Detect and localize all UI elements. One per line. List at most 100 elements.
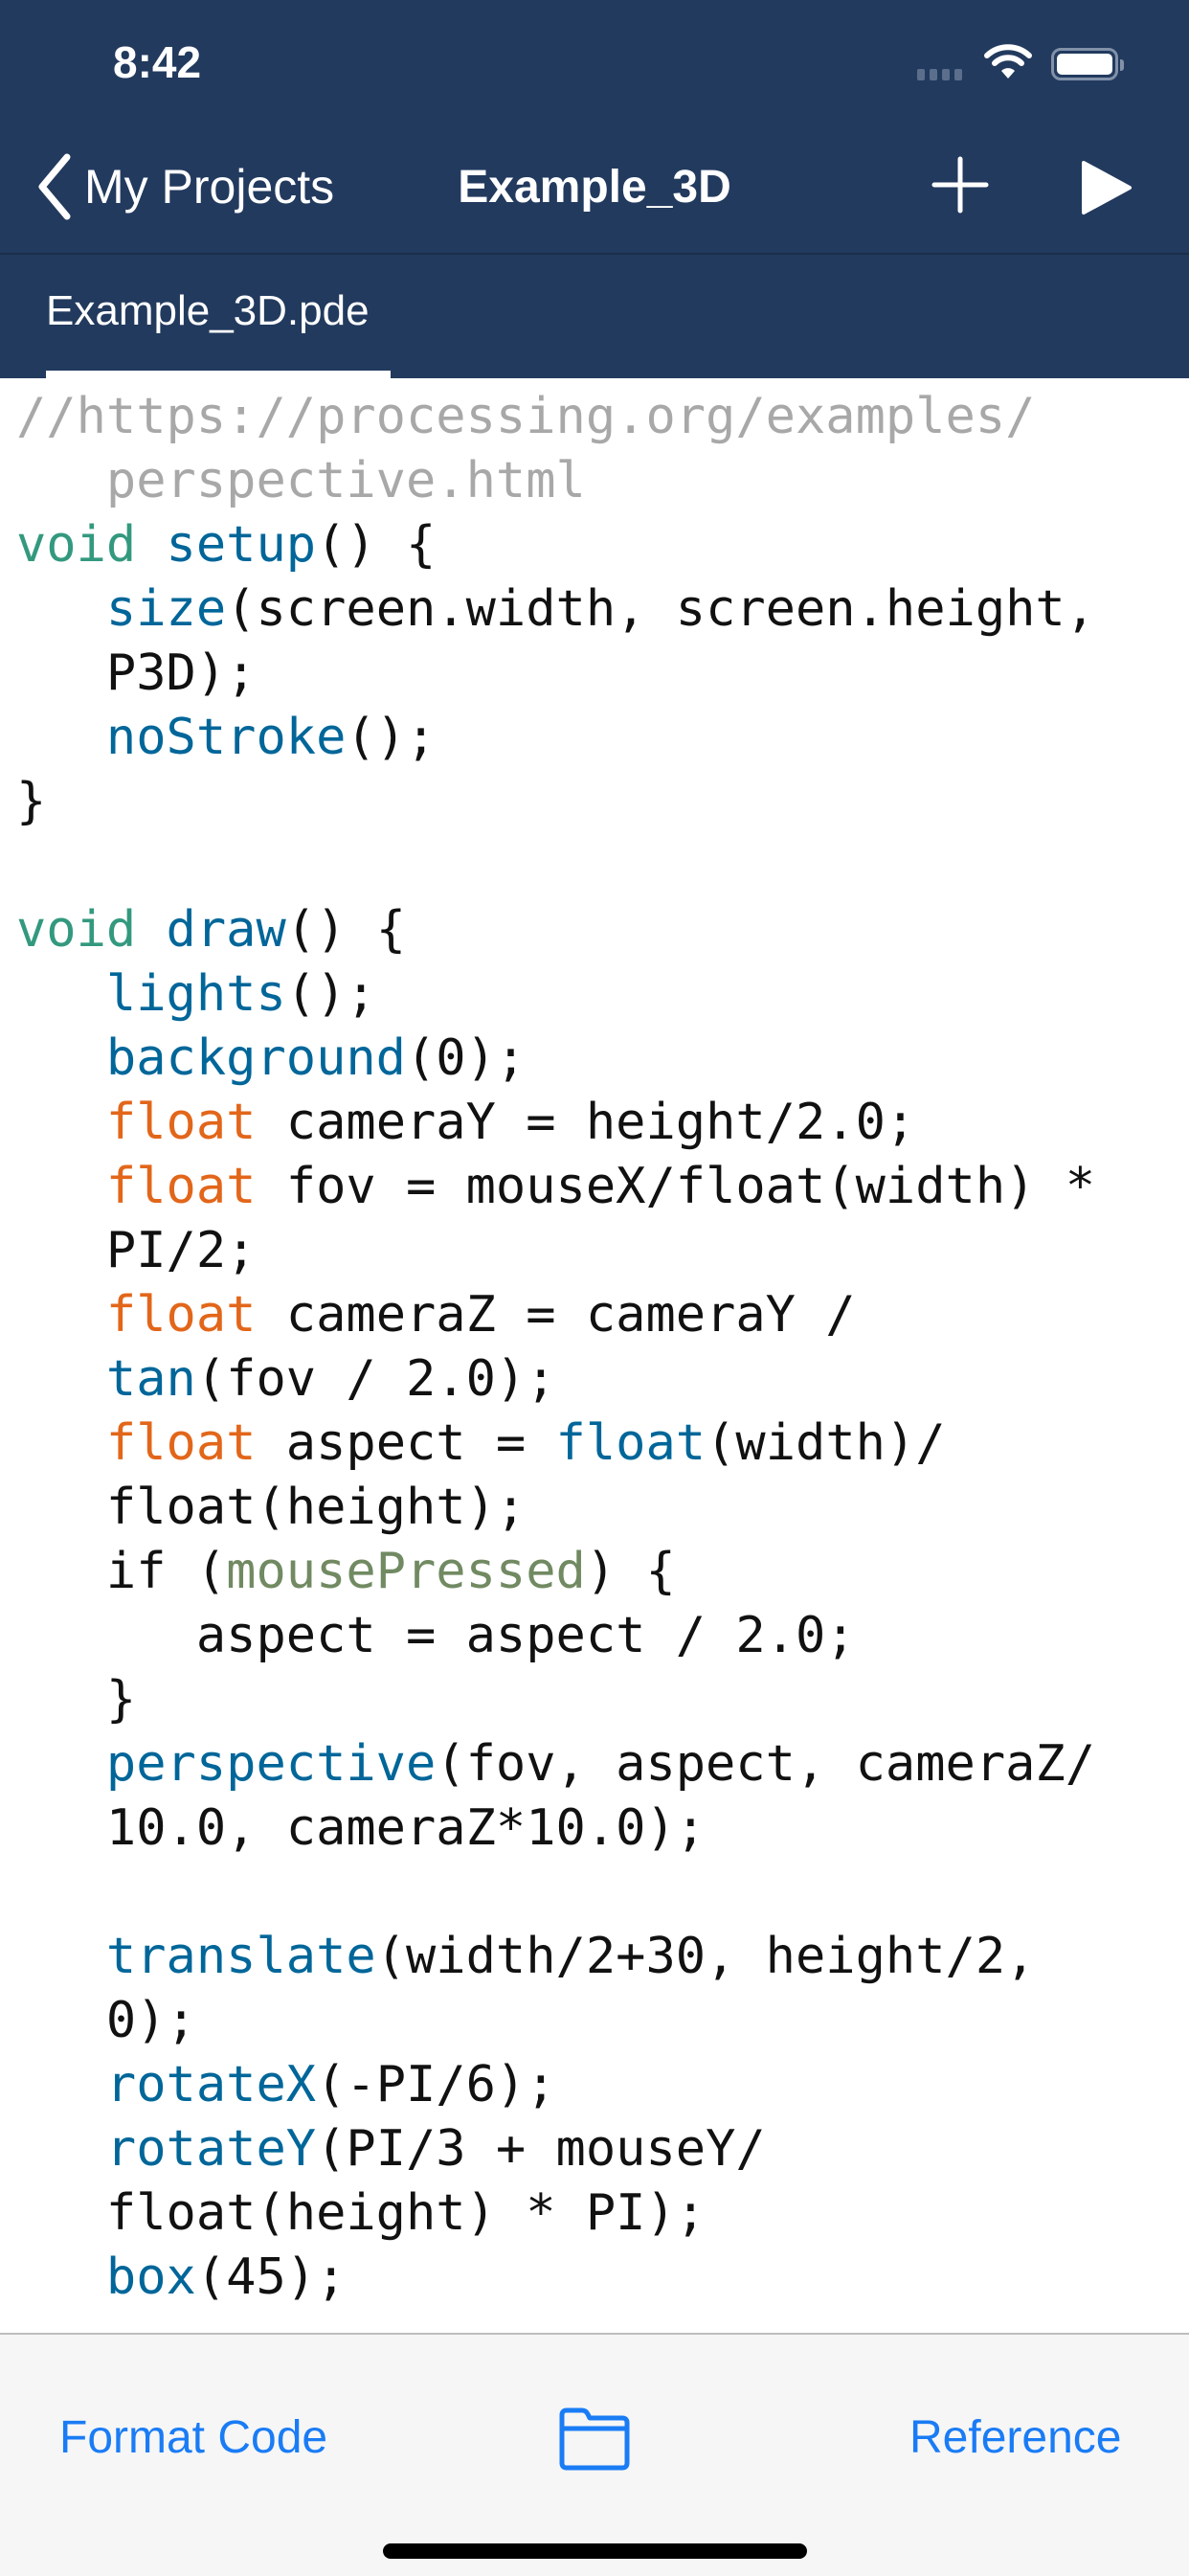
code-line: background(0);: [16, 1027, 1095, 1091]
code-line: perspective.html: [16, 449, 1095, 513]
code-token: (width/2+30, height/2,: [375, 1928, 1036, 1985]
code-line: P3D);: [16, 642, 1095, 706]
code-line: }: [16, 1668, 1095, 1732]
wifi-icon: [984, 44, 1032, 79]
bottom-toolbar: Format Code Reference: [0, 2333, 1189, 2576]
code-token: [16, 1158, 106, 1215]
code-token: lights: [105, 965, 286, 1023]
code-token: [16, 1350, 106, 1408]
code-line: rotateY(PI/3 + mouseY/: [16, 2117, 1095, 2181]
code-line: box(45);: [16, 2246, 1095, 2310]
code-token: ) {: [585, 1543, 676, 1600]
code-line: aspect = aspect / 2.0;: [16, 1604, 1095, 1668]
code-token: (width)/: [706, 1414, 946, 1472]
code-token: if (: [16, 1543, 227, 1600]
code-token: ();: [285, 965, 376, 1023]
code-token: void: [16, 516, 137, 574]
code-token: [16, 965, 106, 1023]
format-code-button[interactable]: Format Code: [59, 2412, 328, 2463]
code-line: tan(fov / 2.0);: [16, 1347, 1095, 1412]
code-line: lights();: [16, 962, 1095, 1027]
code-line: if (mousePressed) {: [16, 1540, 1095, 1604]
code-editor[interactable]: //https://processing.org/examples/ persp…: [16, 385, 1095, 2310]
battery-icon: [1051, 48, 1124, 80]
code-token: float: [105, 1414, 257, 1472]
code-token: [16, 1029, 106, 1087]
back-label: My Projects: [84, 160, 335, 214]
code-line: noStroke();: [16, 706, 1095, 770]
chevron-left-icon: [38, 153, 71, 220]
page-title: Example_3D: [458, 162, 731, 213]
code-line: }: [16, 770, 1095, 834]
code-line: translate(width/2+30, height/2,: [16, 1925, 1095, 1989]
code-token: (fov / 2.0);: [195, 1350, 556, 1408]
code-token: (fov, aspect, cameraZ/: [436, 1735, 1096, 1793]
code-token: aspect = aspect / 2.0;: [16, 1607, 856, 1664]
code-token: perspective.html: [16, 452, 586, 509]
code-token: }: [16, 773, 47, 830]
code-token: (-PI/6);: [316, 2056, 556, 2113]
navigation-header: 8:42 My Projects Example_3D Example_3D.p…: [0, 0, 1189, 378]
code-token: [16, 1928, 106, 1985]
folder-icon[interactable]: [557, 2407, 632, 2471]
code-line: [16, 1861, 1095, 1925]
code-line: float fov = mouseX/float(width) *: [16, 1155, 1095, 1219]
code-token: fov = mouseX/float(width) *: [256, 1158, 1096, 1215]
code-line: 10.0, cameraZ*10.0);: [16, 1796, 1095, 1861]
code-token: () {: [285, 901, 407, 959]
divider: [0, 253, 1189, 255]
code-line: float cameraY = height/2.0;: [16, 1091, 1095, 1155]
code-token: (PI/3 + mouseY/: [316, 2120, 766, 2178]
code-token: void: [16, 901, 137, 959]
status-time: 8:42: [113, 37, 202, 87]
code-token: (0);: [406, 1029, 527, 1087]
code-token: [16, 2120, 106, 2178]
code-token: noStroke: [105, 709, 347, 766]
active-tab-indicator: [46, 371, 391, 378]
code-line: float(height);: [16, 1476, 1095, 1540]
code-token: [136, 901, 166, 959]
code-token: P3D);: [16, 644, 257, 702]
cellular-signal-icon: [917, 69, 962, 80]
code-token: float: [105, 1094, 257, 1151]
code-token: tan: [105, 1350, 196, 1408]
code-token: rotateY: [105, 2120, 317, 2178]
code-token: background: [105, 1029, 406, 1087]
code-token: [16, 580, 106, 638]
reference-button[interactable]: Reference: [909, 2412, 1122, 2463]
code-token: [16, 1094, 106, 1151]
code-token: () {: [316, 516, 437, 574]
code-line: size(screen.width, screen.height,: [16, 577, 1095, 642]
code-token: 10.0, cameraZ*10.0);: [16, 1799, 707, 1857]
code-token: setup: [166, 516, 317, 574]
code-line: 0);: [16, 1989, 1095, 2053]
home-indicator[interactable]: [383, 2543, 807, 2559]
code-token: box: [105, 2248, 196, 2306]
code-token: size: [105, 580, 227, 638]
code-token: mousePressed: [226, 1543, 586, 1600]
code-token: cameraY = height/2.0;: [256, 1094, 916, 1151]
code-token: float(height);: [16, 1479, 527, 1536]
code-token: [16, 1286, 106, 1344]
code-token: 0);: [16, 1992, 196, 2049]
code-token: [16, 709, 106, 766]
code-token: float: [555, 1414, 707, 1472]
code-token: [16, 2056, 106, 2113]
code-line: PI/2;: [16, 1219, 1095, 1283]
back-button[interactable]: My Projects: [34, 153, 334, 220]
code-line: void setup() {: [16, 513, 1095, 577]
code-line: void draw() {: [16, 898, 1095, 962]
code-line: float cameraZ = cameraY /: [16, 1283, 1095, 1347]
code-token: float(height) * PI);: [16, 2184, 707, 2242]
code-line: //https://processing.org/examples/: [16, 385, 1095, 449]
tab-example-3d-pde[interactable]: Example_3D.pde: [46, 287, 370, 334]
code-token: translate: [105, 1928, 376, 1985]
code-token: [136, 516, 166, 574]
code-token: draw: [166, 901, 286, 959]
add-file-button[interactable]: [929, 153, 992, 216]
code-line: rotateX(-PI/6);: [16, 2053, 1095, 2117]
code-token: aspect =: [256, 1414, 556, 1472]
code-line: [16, 834, 1095, 898]
code-token: (screen.width, screen.height,: [226, 580, 1096, 638]
run-button[interactable]: [1080, 159, 1133, 216]
